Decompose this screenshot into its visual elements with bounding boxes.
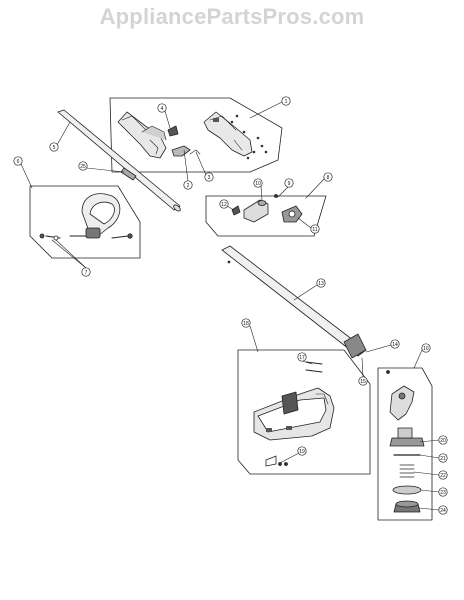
group-panel-head [377,367,433,521]
callout-19: 19 [297,446,307,456]
grass-guard [253,361,335,467]
callout-label: 10 [255,181,261,187]
callout-21: 21 [438,453,448,463]
handle-housing-right [203,111,253,157]
callout-label: 24 [440,508,446,514]
callout-circle [438,435,448,445]
callout-circle [81,267,91,277]
assist-handle [39,193,133,241]
callout-markers: 1234567891011121314151617181920212223242… [13,96,448,515]
leader-lines [20,101,440,511]
callout-circle [241,318,251,328]
callout-circle [49,142,59,152]
callout-10: 10 [253,178,263,188]
callout-circle [13,156,23,166]
callout-circle [284,178,294,188]
callout-circle [438,487,448,497]
callout-circle [438,453,448,463]
lower-shaft [221,245,367,359]
handle-housing-left [117,111,167,159]
callout-label: 6 [17,159,20,165]
callout-circle [204,172,214,182]
callout-circle [219,199,229,209]
callout-15: 15 [358,376,368,386]
callout-label: 21 [440,456,446,462]
group-panel-guard [237,349,371,475]
callout-label: 23 [440,490,446,496]
housing-screws [230,114,268,160]
callout-label: 14 [392,342,398,348]
callout-12: 12 [219,199,229,209]
callout-9: 9 [284,178,294,188]
callout-circle [438,470,448,480]
shaft-coupler [231,194,303,223]
callout-label: 2 [187,183,190,189]
callout-circle [157,103,167,113]
upper-shaft [57,109,181,212]
callout-circle [438,505,448,515]
callout-circle [297,352,307,362]
callout-24: 24 [438,505,448,515]
callout-25: 25 [78,161,88,171]
callout-circle [281,96,291,106]
callout-20: 20 [438,435,448,445]
callout-circle [358,376,368,386]
callout-circle [297,446,307,456]
callout-6: 6 [13,156,23,166]
callout-18: 18 [241,318,251,328]
callout-label: 11 [312,227,317,233]
callout-label: 3 [208,175,211,181]
callout-label: 20 [440,438,446,444]
callout-circle [78,161,88,171]
callout-8: 8 [323,172,333,182]
callout-label: 7 [85,270,88,276]
callout-2: 2 [183,180,193,190]
callout-label: 5 [53,145,56,151]
callout-label: 1 [285,99,288,105]
callout-circle [253,178,263,188]
callout-label: 8 [327,175,330,181]
callout-label: 25 [80,164,86,170]
callout-22: 22 [438,470,448,480]
callout-13: 13 [316,278,326,288]
spool-stack [389,427,425,513]
callout-7: 7 [81,267,91,277]
callout-label: 15 [360,379,366,385]
callout-circle [323,172,333,182]
callout-11: 11 [310,224,320,234]
callout-label: 12 [221,202,227,208]
watermark-text: AppliancePartsPros.com [99,4,365,29]
callout-circle [310,224,320,234]
callout-label: 22 [440,473,446,479]
group-panel-assist-handle [29,185,141,259]
group-panel-housing [109,97,283,173]
callout-label: 18 [243,321,249,327]
callout-4: 4 [157,103,167,113]
callout-3: 3 [204,172,214,182]
callout-label: 19 [299,449,305,455]
callout-circle [390,339,400,349]
callout-5: 5 [49,142,59,152]
callout-label: 17 [299,355,305,361]
gear-head [386,370,415,421]
callout-label: 13 [318,281,324,287]
callout-14: 14 [390,339,400,349]
callout-1: 1 [281,96,291,106]
callout-label: 4 [161,106,164,112]
callout-label: 16 [423,346,429,352]
callout-circle [421,343,431,353]
callout-label: 9 [288,181,291,187]
trigger-switch [167,125,201,157]
callout-17: 17 [297,352,307,362]
callout-16: 16 [421,343,431,353]
callout-circle [316,278,326,288]
callout-23: 23 [438,487,448,497]
callout-circle [183,180,193,190]
group-panel-coupler [205,195,327,237]
